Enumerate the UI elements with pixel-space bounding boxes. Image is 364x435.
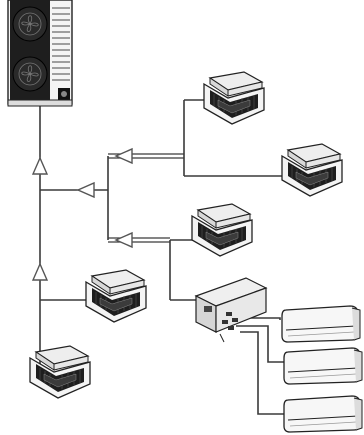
wall-mounted-ac-icon [283, 347, 363, 385]
flow-arrow-up-upper [31, 156, 49, 175]
outdoor-condenser-icon [7, 0, 73, 107]
ceiling-cassette-icon [281, 143, 343, 197]
ceiling-cassette-icon [191, 203, 253, 257]
wall-mounted-ac-icon [281, 305, 361, 343]
flow-arrows [31, 147, 133, 281]
flow-arrow-left-main [76, 181, 95, 199]
flow-arrow-left-top [114, 147, 133, 165]
ceiling-cassette-icon [85, 269, 147, 323]
flow-arrow-up-lower [31, 262, 49, 281]
flow-arrow-left-middle [114, 231, 133, 249]
ceiling-cassette-icon [29, 345, 91, 399]
branch-box-icon [194, 277, 268, 343]
wall-mounted-ac-icon [283, 395, 363, 433]
ceiling-cassette-icon [203, 71, 265, 125]
